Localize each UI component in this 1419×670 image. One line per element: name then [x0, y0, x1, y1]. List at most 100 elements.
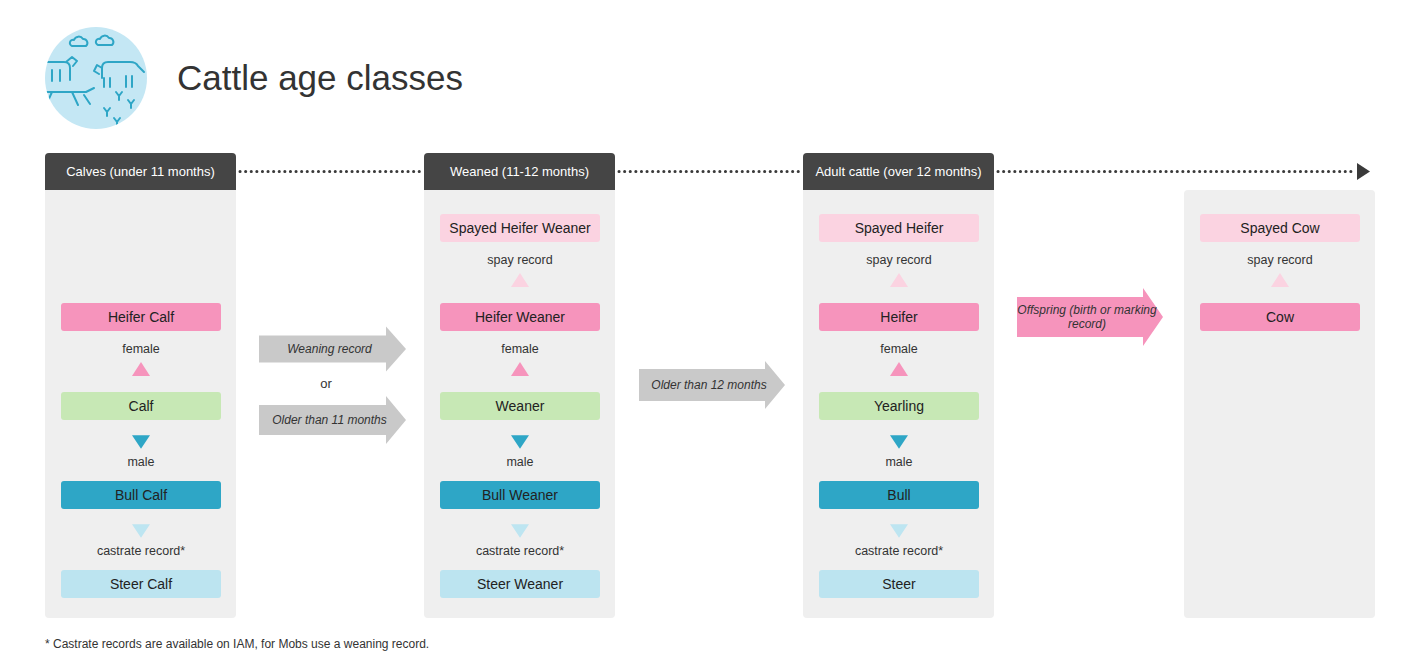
record-arrow [890, 524, 908, 537]
block-arrow [639, 361, 785, 409]
arrow-triangle [890, 524, 908, 537]
block-arrow [1017, 288, 1163, 346]
class-name: Bull Weaner [482, 487, 558, 503]
class-box: Heifer Calf [61, 303, 221, 331]
timeline-dots [998, 170, 1356, 173]
arrow-triangle [511, 435, 529, 448]
column-header: Calves (under 11 months) [45, 153, 236, 190]
arrow-triangle [1271, 273, 1289, 287]
class-box: Heifer [819, 303, 979, 331]
cloud [70, 37, 88, 46]
record-arrow [511, 524, 529, 537]
class-box: Calf [61, 392, 221, 420]
class-name: Steer Weaner [477, 576, 563, 592]
record-label: male [66, 455, 216, 470]
timeline-dots [619, 170, 799, 173]
footnote: * Castrate records are available on IAM,… [45, 637, 745, 651]
record-label: castrate record* [66, 544, 216, 559]
class-box: Bull Calf [61, 481, 221, 509]
arrow-triangle [132, 362, 150, 376]
class-name: Steer [882, 576, 915, 592]
grass-mark [104, 92, 134, 125]
record-arrow [511, 435, 529, 448]
class-name: Calf [129, 398, 154, 414]
class-name: Heifer [880, 309, 917, 325]
record-label: female [66, 342, 216, 357]
class-box: Weaner [440, 392, 600, 420]
class-name: Heifer Calf [108, 309, 174, 325]
cloud [96, 36, 114, 45]
class-box: Steer [819, 570, 979, 598]
class-box: Spayed Cow [1200, 214, 1360, 242]
connector-word: or [306, 376, 346, 391]
transition-arrow [1017, 288, 1163, 346]
cow-outline [94, 62, 144, 87]
transition-arrow [259, 327, 406, 372]
arrow-triangle [511, 524, 529, 537]
record-label: castrate record* [824, 544, 974, 559]
column-header: Adult cattle (over 12 months) [803, 153, 994, 190]
record-label: spay record [445, 253, 595, 268]
arrow-triangle [890, 273, 908, 287]
record-label: spay record [1205, 253, 1355, 268]
transition-label: Older than 11 months [259, 413, 400, 427]
block-arrow [259, 327, 406, 372]
transition-label: Offspring (birth or marking record) [1017, 303, 1157, 331]
record-arrow [511, 362, 529, 376]
record-label: male [445, 455, 595, 470]
class-name: Bull [887, 487, 910, 503]
cow-outline [44, 88, 94, 105]
class-box: Spayed Heifer Weaner [440, 214, 600, 242]
record-arrow [132, 435, 150, 448]
icon-circle [45, 27, 147, 129]
timeline-connector [619, 171, 799, 172]
class-name: Spayed Cow [1240, 220, 1319, 236]
class-name: Steer Calf [110, 576, 172, 592]
record-arrow [890, 435, 908, 448]
cattle-illustration [44, 36, 144, 125]
transition-arrow [639, 361, 785, 409]
arrow-triangle [511, 362, 529, 376]
transition-arrow [259, 396, 406, 444]
class-name: Spayed Heifer [855, 220, 944, 236]
class-box: Bull Weaner [440, 481, 600, 509]
record-arrow [511, 273, 529, 287]
arrow-triangle [890, 362, 908, 376]
class-name: Heifer Weaner [475, 309, 565, 325]
record-arrow [890, 273, 908, 287]
page-title: Cattle age classes [177, 56, 777, 100]
record-label: spay record [824, 253, 974, 268]
class-box: Yearling [819, 392, 979, 420]
arrow-triangle [511, 273, 529, 287]
class-name: Bull Calf [115, 487, 167, 503]
class-name: Spayed Heifer Weaner [449, 220, 590, 236]
class-box: Heifer Weaner [440, 303, 600, 331]
timeline-connector [240, 171, 420, 172]
class-box: Cow [1200, 303, 1360, 331]
record-arrow [132, 362, 150, 376]
record-label: castrate record* [445, 544, 595, 559]
cow-outline [44, 57, 77, 81]
column-header: Weaned (11-12 months) [424, 153, 615, 190]
age-column-panel [1184, 190, 1375, 618]
record-arrow [132, 524, 150, 537]
class-box: Steer Calf [61, 570, 221, 598]
class-name: Yearling [874, 398, 924, 414]
transition-label: Weaning record [259, 342, 400, 356]
timeline-dots [240, 170, 420, 173]
class-name: Cow [1266, 309, 1294, 325]
class-box: Bull [819, 481, 979, 509]
arrow-triangle [132, 524, 150, 537]
block-arrow [259, 396, 406, 444]
record-arrow [890, 362, 908, 376]
record-arrow [1271, 273, 1289, 287]
record-label: female [445, 342, 595, 357]
arrow-triangle [890, 435, 908, 448]
record-label: male [824, 455, 974, 470]
arrow-triangle [132, 435, 150, 448]
class-name: Weaner [496, 398, 545, 414]
transition-label: Older than 12 months [639, 378, 779, 392]
timeline-arrowhead [1357, 163, 1370, 180]
